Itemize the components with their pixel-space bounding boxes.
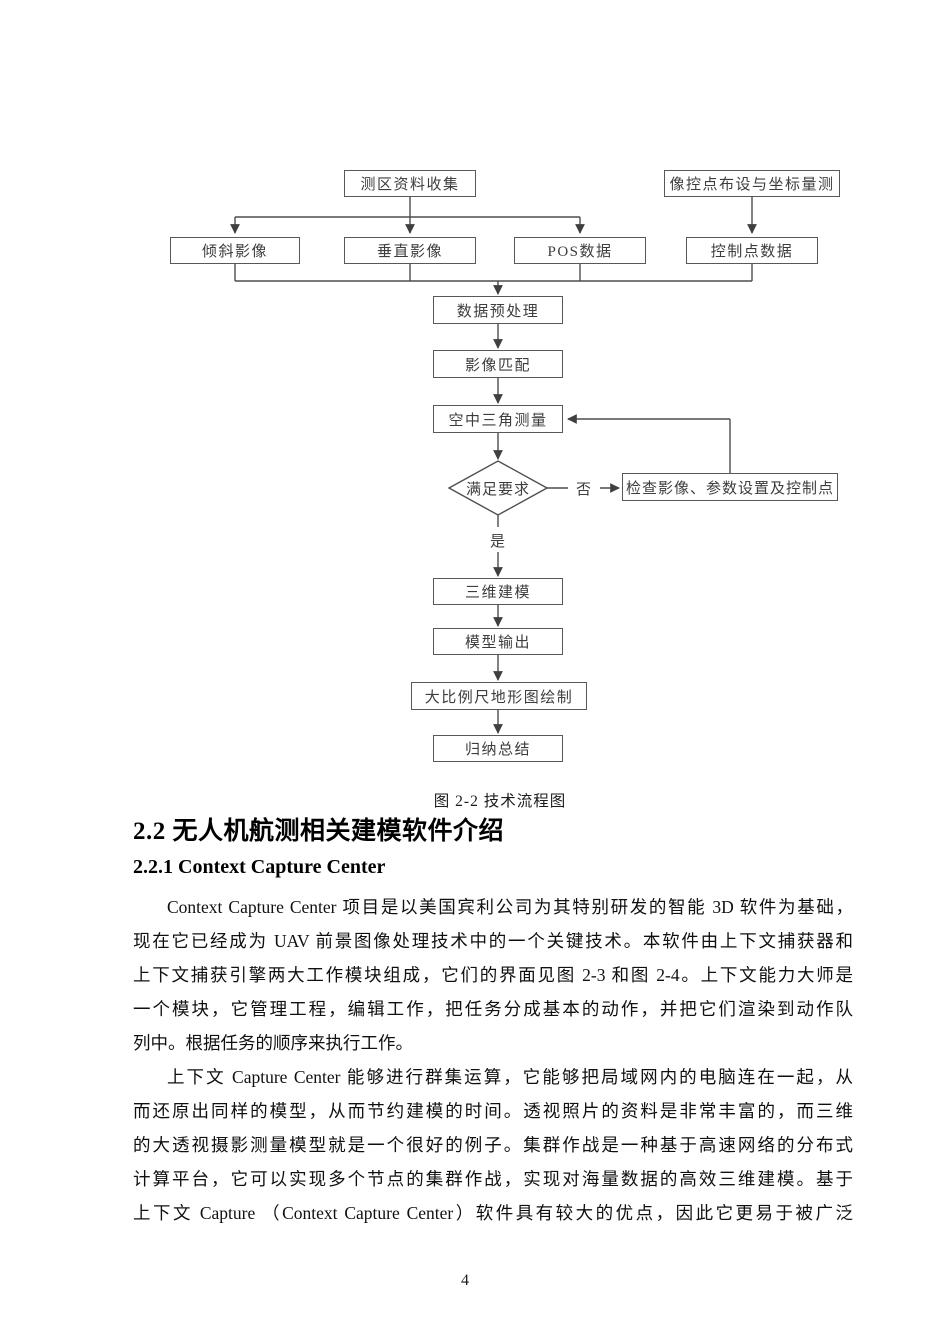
flow-node-aerial-triangulation: 空中三角测量 xyxy=(433,405,563,433)
flow-node-image-match: 影像匹配 xyxy=(433,350,563,378)
flow-label-yes: 是 xyxy=(489,533,506,550)
page-number: 4 xyxy=(461,1272,469,1289)
paragraph-line: 上下文 Capture （Context Capture Center）软件具有… xyxy=(133,1203,853,1223)
flow-node-preprocess: 数据预处理 xyxy=(433,296,563,324)
section-heading-2-2-1: 2.2.1 Context Capture Center xyxy=(133,856,386,878)
flow-node-oblique-imagery: 倾斜影像 xyxy=(170,237,300,264)
paragraph-line: 计算平台，它可以实现多个节点的集群作战，实现对海量数据的高效三维建模。基于 xyxy=(133,1169,853,1189)
flow-node-vertical-imagery: 垂直影像 xyxy=(344,237,476,264)
paragraph-line: 的大透视摄影测量模型就是一个很好的例子。集群作战是一种基于高速网络的分布式 xyxy=(133,1135,853,1155)
flow-label-no: 否 xyxy=(575,481,592,498)
paragraph-line: 列中。根据任务的顺序来执行工作。 xyxy=(133,1033,413,1053)
flow-node-3d-modeling: 三维建模 xyxy=(433,578,563,605)
figure-flowchart: 测区资料收集 像控点布设与坐标量测 倾斜影像 垂直影像 POS数据 控制点数据 … xyxy=(170,170,840,762)
paragraph-line: Context Capture Center 项目是以美国宾利公司为其特别研发的… xyxy=(167,897,853,917)
flow-node-check: 检查影像、参数设置及控制点 xyxy=(622,473,838,501)
body-text: Context Capture Center 项目是以美国宾利公司为其特别研发的… xyxy=(133,890,853,1230)
flow-node-control-point-data: 控制点数据 xyxy=(686,237,818,264)
flow-node-topographic-map: 大比例尺地形图绘制 xyxy=(411,682,587,710)
paragraph-line: 一个模块，它管理工程，编辑工作，把任务分成基本的动作，并把它们渲染到动作队 xyxy=(133,999,853,1019)
flow-node-gcp-survey: 像控点布设与坐标量测 xyxy=(664,170,840,197)
paragraph-line: 而还原出同样的模型，从而节约建模的时间。透视照片的资料是非常丰富的，而三维 xyxy=(133,1101,853,1121)
flow-node-model-output: 模型输出 xyxy=(433,628,563,655)
paragraph-line: 上下文捕获引擎两大工作模块组成，它们的界面见图 2-3 和图 2-4。上下文能力… xyxy=(133,965,853,985)
section-heading-2-2: 2.2 无人机航测相关建模软件介绍 xyxy=(133,818,505,845)
flow-node-decision: 满足要求 xyxy=(465,481,530,498)
flow-node-pos-data: POS数据 xyxy=(514,237,646,264)
flow-node-summary: 归纳总结 xyxy=(433,735,563,762)
paragraph-line: 现在它已经成为 UAV 前景图像处理技术中的一个关键技术。本软件由上下文捕获器和 xyxy=(133,931,853,951)
flow-node-collect: 测区资料收集 xyxy=(344,170,476,197)
figure-caption: 图 2-2 技术流程图 xyxy=(433,793,567,810)
paragraph-line: 上下文 Capture Center 能够进行群集运算，它能够把局域网内的电脑连… xyxy=(167,1067,853,1087)
flowchart-connectors xyxy=(230,197,757,734)
